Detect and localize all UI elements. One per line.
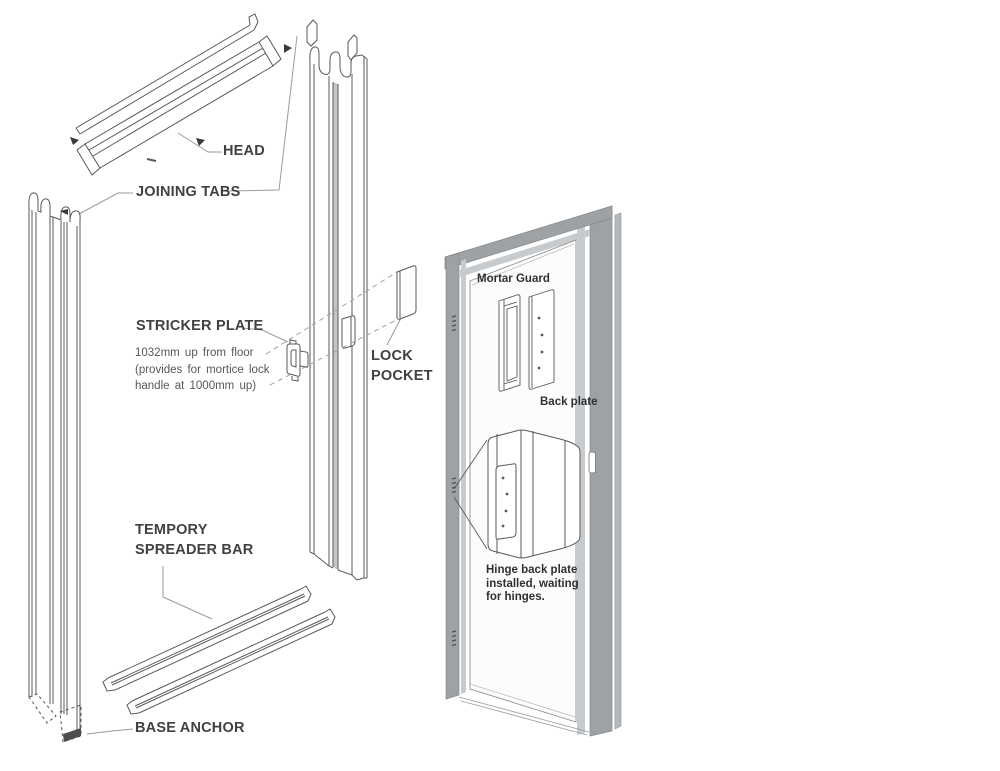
frame-head-reveal — [460, 229, 590, 277]
note-hinge-back-plate: Hinge back plate installed, waiting for … — [486, 564, 579, 603]
weld-mark-icon — [70, 137, 79, 145]
weld-mark-icon — [196, 138, 205, 146]
projection-dashed-lines — [265, 271, 403, 386]
frame-right-reveal — [577, 214, 585, 735]
label-lock-pocket: LOCK POCKET — [371, 348, 433, 384]
door-frame-view — [444, 205, 622, 737]
frame-left-reveal — [461, 259, 466, 694]
label-joining-tabs: JOINING TABS — [136, 184, 241, 200]
label-stricker-plate: STRICKER PLATE — [136, 318, 264, 334]
frame-sill-lines — [458, 696, 590, 736]
back-plate-piece — [528, 289, 555, 390]
striker-plate-piece — [286, 339, 309, 382]
weld-mark-icon — [60, 209, 68, 215]
label-mortar-guard: Mortar Guard — [477, 273, 550, 285]
label-head: HEAD — [223, 143, 265, 159]
lock-cutout — [341, 315, 356, 349]
hinge-marks — [451, 315, 457, 647]
leader-lines — [78, 35, 402, 735]
frame-outer-return — [614, 212, 622, 730]
hinge-block-piece — [487, 429, 581, 559]
mortar-guard-piece — [498, 294, 521, 392]
frame-head — [444, 205, 613, 270]
head-piece — [70, 13, 292, 176]
left-jamb — [28, 192, 82, 743]
spreader-bars — [102, 585, 336, 715]
label-spreader-bar: TEMPORY SPREADER BAR — [135, 522, 254, 558]
lock-pocket-piece — [396, 265, 417, 320]
latch-keeper — [588, 451, 596, 474]
joining-tab-pieces — [306, 19, 358, 61]
label-back-plate: Back plate — [540, 396, 598, 408]
note-stricker-height: 1032mm up from floor (provides for morti… — [135, 347, 270, 392]
lock-side-jamb — [306, 19, 368, 581]
jamb-groove-shading — [333, 82, 338, 570]
frame-left-jamb — [445, 252, 460, 700]
label-base-anchor: BASE ANCHOR — [135, 720, 245, 736]
weld-mark-icon — [284, 44, 292, 53]
detail-wedge-lines — [453, 439, 488, 550]
base-anchor-piece — [28, 693, 82, 743]
